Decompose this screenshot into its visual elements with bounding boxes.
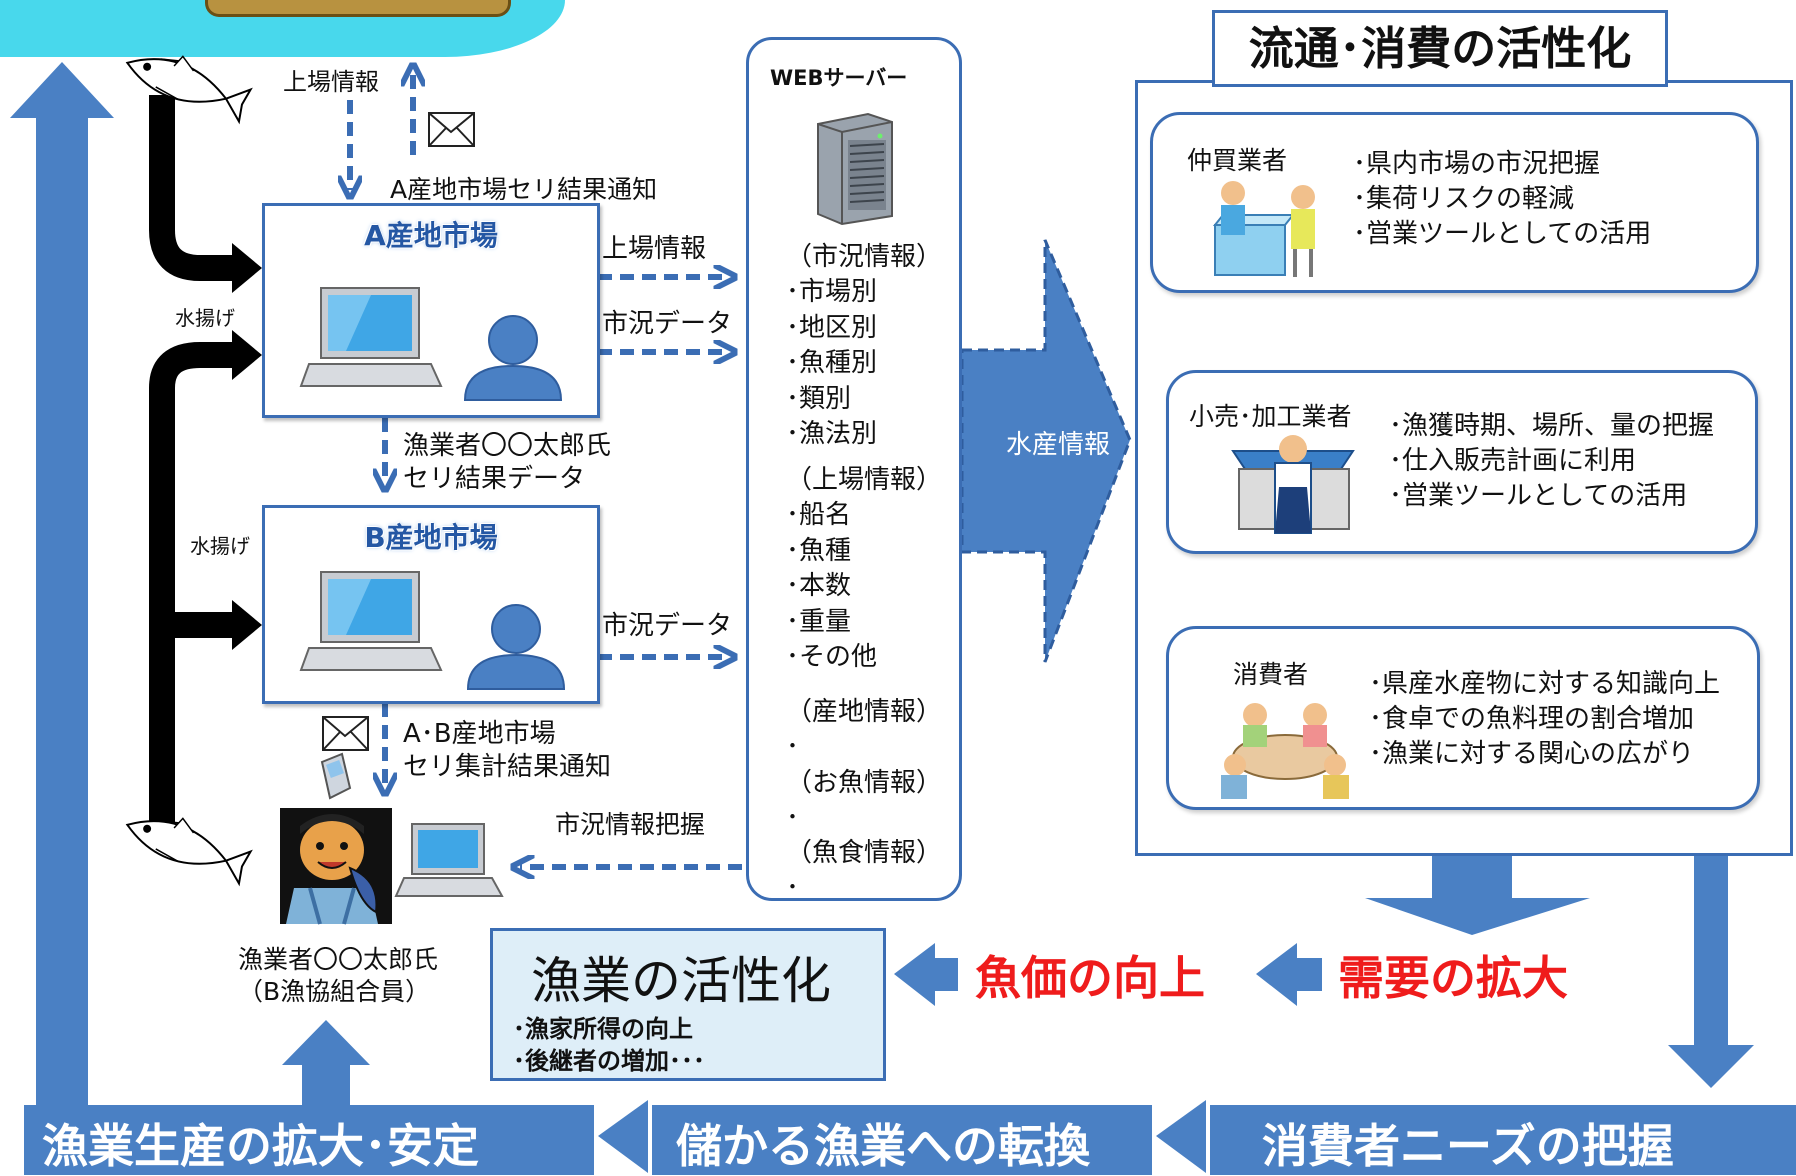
fish-icon bbox=[125, 817, 253, 887]
laptop-icon bbox=[299, 287, 443, 387]
auction-result-line2: セリ結果データ bbox=[403, 464, 586, 494]
actor-label: 小売･加工業者 bbox=[1189, 402, 1352, 431]
band-needs bbox=[1210, 1105, 1796, 1175]
server-list-fish: （お魚情報） ･ bbox=[786, 768, 943, 834]
market-a-title: A産地市場 bbox=[364, 219, 498, 252]
retailer-illustration-icon bbox=[1231, 435, 1355, 534]
actor-card-consumer: 消費者 ･県産水産物に対する知識向上 ･食卓での魚料理の割合増加 ･漁業に対する… bbox=[1166, 626, 1760, 810]
actor-points: ･県内市場の市況把握 ･集荷リスクの軽減 ･営業ツールとしての活用 bbox=[1353, 149, 1652, 249]
band-arrow-left-1 bbox=[598, 1100, 648, 1173]
fishery-item-successor: ･後継者の増加･･･ bbox=[513, 1047, 705, 1075]
right-down-arrow bbox=[1668, 853, 1754, 1088]
left-arrow-1 bbox=[894, 943, 958, 1006]
mizuage-label-1: 水揚げ bbox=[175, 306, 235, 330]
band-arrow-left-2 bbox=[1156, 1100, 1206, 1173]
landing-info-a-label: 上場情報 bbox=[602, 234, 707, 264]
broker-illustration-icon bbox=[1212, 181, 1315, 277]
market-data-b-label: 市況データ bbox=[602, 611, 733, 641]
actor-card-broker: 仲買業者 ･県内市場の市況把握 ･集荷リスクの軽減 ･営業ツールとしての活用 bbox=[1150, 112, 1759, 293]
actor-card-retailer: 小売･加工業者 ･漁獲時期、場所、量の把握 ･仕入販売計画に利用 ･営業ツールと… bbox=[1166, 370, 1758, 554]
mobile-phone-icon bbox=[320, 752, 352, 800]
landing-info-label: 上場情報 bbox=[283, 68, 379, 96]
fisher-affiliation: （B漁協組合員） bbox=[238, 977, 431, 1006]
actor-label: 消費者 bbox=[1233, 660, 1309, 689]
server-list-origin: （産地情報） ･ bbox=[786, 697, 943, 763]
mizuage-arrow-2 bbox=[149, 342, 236, 830]
person-icon bbox=[466, 604, 566, 690]
demand-label: 需要の拡大 bbox=[1338, 951, 1568, 1005]
panel-down-arrow bbox=[1365, 853, 1590, 935]
actor-label: 仲買業者 bbox=[1187, 146, 1288, 175]
suisan-info-label: 水産情報 bbox=[1006, 430, 1111, 460]
laptop-icon bbox=[394, 823, 504, 897]
market-data-a-label: 市況データ bbox=[602, 309, 733, 339]
band-production bbox=[24, 1105, 594, 1175]
fishery-activation-box: 漁業の活性化 ･漁家所得の向上 ･後継者の増加･･･ bbox=[490, 928, 886, 1081]
suisan-info-arrow bbox=[960, 239, 1132, 663]
server-list-market: （市況情報） ･市場別 ･地区別 ･魚種別 ･類別 ･漁法別 bbox=[786, 242, 943, 450]
auction-notice-a-label: A産地市場セリ結果通知 bbox=[390, 175, 658, 204]
boat-hull bbox=[205, 0, 511, 17]
person-icon bbox=[463, 315, 563, 401]
band-profitable bbox=[652, 1105, 1152, 1175]
actor-points: ･漁獲時期、場所、量の把握 ･仕入販売計画に利用 ･営業ツールとしての活用 bbox=[1389, 411, 1715, 511]
market-grasp-label: 市況情報把握 bbox=[555, 810, 706, 839]
server-list-fishfood: （魚食情報） ･ bbox=[786, 838, 943, 904]
family-dinner-illustration-icon bbox=[1221, 703, 1349, 799]
market-b-title: B産地市場 bbox=[364, 521, 498, 554]
fishery-item-income: ･漁家所得の向上 bbox=[513, 1015, 693, 1043]
market-a-box: A産地市場 bbox=[262, 203, 600, 418]
band-needs-label: 消費者ニーズの把握 bbox=[1262, 1119, 1674, 1173]
envelope-icon bbox=[322, 716, 369, 751]
fisherman-icon bbox=[280, 808, 392, 925]
mizuage-arrow-1 bbox=[149, 95, 236, 281]
distribution-title: 流通･消費の活性化 bbox=[1212, 10, 1668, 87]
fisher-name: 漁業者〇〇太郎氏 bbox=[238, 945, 439, 974]
actor-points: ･県産水産物に対する知識向上 ･食卓での魚料理の割合増加 ･漁業に対する関心の広… bbox=[1369, 669, 1721, 769]
server-tower-icon bbox=[817, 112, 893, 226]
summary-notice-line1: A･B産地市場 bbox=[403, 719, 556, 749]
server-list-landing: （上場情報） ･船名 ･魚種 ･本数 ･重量 ･その他 bbox=[786, 465, 943, 673]
fish-price-label: 魚価の向上 bbox=[975, 951, 1205, 1005]
market-b-box: B産地市場 bbox=[262, 505, 600, 704]
fish-icon bbox=[125, 55, 253, 125]
left-arrow-2 bbox=[1256, 943, 1322, 1006]
band-profitable-label: 儲かる漁業への転換 bbox=[676, 1119, 1090, 1173]
mizuage-label-2: 水揚げ bbox=[190, 534, 250, 558]
envelope-icon bbox=[428, 112, 475, 147]
server-title: WEBサーバー bbox=[770, 66, 908, 90]
up-arrow-fisher bbox=[282, 1020, 370, 1105]
left-up-arrow bbox=[10, 62, 114, 1112]
auction-result-line1: 漁業者〇〇太郎氏 bbox=[403, 431, 612, 461]
laptop-icon bbox=[299, 571, 443, 671]
band-production-label: 漁業生産の拡大･安定 bbox=[42, 1119, 479, 1173]
summary-notice-line2: セリ集計結果通知 bbox=[403, 752, 612, 782]
fishery-activation-title: 漁業の活性化 bbox=[531, 952, 831, 1010]
